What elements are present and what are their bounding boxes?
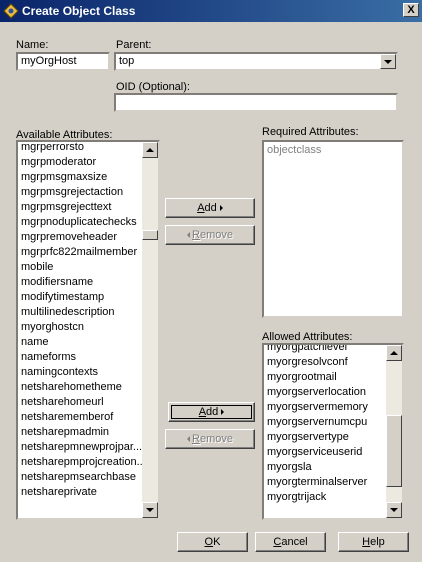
chevron-up-icon — [390, 351, 398, 355]
list-item[interactable]: mgrpmoderator — [21, 156, 97, 168]
arrow-right-icon — [219, 205, 223, 212]
close-icon: X — [407, 4, 415, 16]
name-label: Name: — [16, 39, 49, 51]
list-item[interactable]: netsharepmprojcreation... — [21, 456, 142, 468]
arrow-left-icon — [187, 436, 190, 443]
list-item[interactable]: myorgserverlocation — [267, 386, 367, 398]
list-item[interactable]: netshareprivate — [21, 486, 97, 498]
list-item[interactable]: multilinedescription — [21, 306, 115, 318]
list-item[interactable]: mgrperrorsto — [21, 141, 84, 153]
list-item[interactable]: nameforms — [21, 351, 77, 363]
required-attributes-items: objectclass — [266, 142, 400, 158]
list-item[interactable]: mobile — [21, 261, 54, 273]
list-item[interactable]: myorgsla — [267, 461, 312, 473]
available-attributes-label: Available Attributes: — [16, 129, 113, 141]
name-input[interactable]: myOrgHost — [16, 52, 110, 71]
remove-required-button[interactable]: Remove — [165, 225, 255, 245]
list-item[interactable]: myorgresolvconf — [267, 356, 348, 368]
allowed-scrollbar[interactable] — [386, 345, 402, 518]
available-attributes-items: mgrperrorsto mgrpmoderator mgrpmsgmaxsiz… — [20, 142, 142, 500]
list-item[interactable]: myorgservertype — [267, 431, 349, 443]
add-required-button[interactable]: Add — [165, 198, 255, 218]
parent-dropdown-button[interactable] — [380, 54, 396, 69]
list-item[interactable]: netsharepmadmin — [21, 426, 110, 438]
list-item[interactable]: myorgrootmail — [267, 371, 337, 383]
list-item[interactable]: myorgserviceuserid — [267, 446, 363, 458]
arrow-left-icon — [187, 232, 190, 239]
list-item[interactable]: myorgtrijack — [267, 491, 327, 503]
list-item[interactable]: myorgservermemory — [267, 401, 368, 413]
chevron-down-icon — [390, 508, 398, 512]
chevron-up-icon — [146, 148, 154, 152]
allowed-attributes-label: Allowed Attributes: — [262, 331, 353, 343]
list-item[interactable]: mgrpmsgrejectaction — [21, 186, 124, 198]
arrow-right-icon — [221, 409, 225, 416]
required-attributes-list[interactable]: objectclass — [262, 140, 404, 318]
list-item[interactable]: objectclass — [267, 144, 322, 156]
list-item[interactable]: netsharememberof — [21, 411, 114, 423]
list-item[interactable]: myorghostcn — [21, 321, 84, 333]
chevron-down-icon — [384, 59, 392, 64]
list-item[interactable]: myorgpatchlevel — [267, 343, 348, 353]
list-item[interactable]: netsharepmsearchbase — [21, 471, 136, 483]
oid-label: OID (Optional): — [116, 81, 190, 93]
remove-allowed-button[interactable]: Remove — [165, 429, 255, 449]
available-attributes-list[interactable]: mgrperrorsto mgrpmoderator mgrpmsgmaxsiz… — [16, 140, 160, 520]
app-icon — [3, 3, 19, 19]
allowed-attributes-items: myorgpatchlevel myorgresolvconf myorgroo… — [266, 345, 386, 505]
chevron-down-icon — [146, 508, 154, 512]
title-bar: Create Object Class X — [0, 0, 422, 22]
parent-label: Parent: — [116, 39, 152, 51]
list-item[interactable]: mgrpmsgrejecttext — [21, 201, 112, 213]
close-button[interactable]: X — [403, 3, 419, 17]
list-item[interactable]: myorgterminalserver — [267, 476, 368, 488]
list-item[interactable]: modifytimestamp — [21, 291, 105, 303]
list-item[interactable]: netsharehomeurl — [21, 396, 104, 408]
scroll-down-button[interactable] — [386, 502, 402, 518]
list-item[interactable]: myorgservernumcpu — [267, 416, 368, 428]
window-title: Create Object Class — [22, 4, 136, 18]
list-item[interactable]: mgrprfc822mailmember — [21, 246, 138, 258]
list-item[interactable]: mgrpmsgmaxsize — [21, 171, 108, 183]
list-item[interactable]: modifiersname — [21, 276, 94, 288]
scroll-up-button[interactable] — [386, 345, 402, 361]
allowed-attributes-list[interactable]: myorgpatchlevel myorgresolvconf myorgroo… — [262, 343, 404, 520]
scroll-thumb[interactable] — [142, 230, 158, 240]
available-scrollbar[interactable] — [142, 142, 158, 518]
scroll-thumb[interactable] — [386, 415, 402, 487]
scroll-up-button[interactable] — [142, 142, 158, 158]
parent-value: top — [119, 55, 135, 67]
cancel-button[interactable]: Cancel — [255, 532, 326, 552]
oid-input[interactable] — [114, 93, 398, 112]
list-item[interactable]: mgrpnoduplicatechecks — [21, 216, 137, 228]
list-item[interactable]: mgrpremoveheader — [21, 231, 117, 243]
list-item[interactable]: name — [21, 336, 49, 348]
parent-combobox[interactable]: top — [114, 52, 398, 71]
scroll-down-button[interactable] — [142, 502, 158, 518]
add-allowed-button[interactable]: Add — [168, 402, 255, 422]
list-item[interactable]: namingcontexts — [21, 366, 99, 378]
list-item[interactable]: netsharepmnewprojpar... — [21, 441, 142, 453]
required-attributes-label: Required Attributes: — [262, 126, 359, 138]
list-item[interactable]: netsharehometheme — [21, 381, 122, 393]
help-button[interactable]: Help — [338, 532, 409, 552]
ok-button[interactable]: OK — [177, 532, 248, 552]
